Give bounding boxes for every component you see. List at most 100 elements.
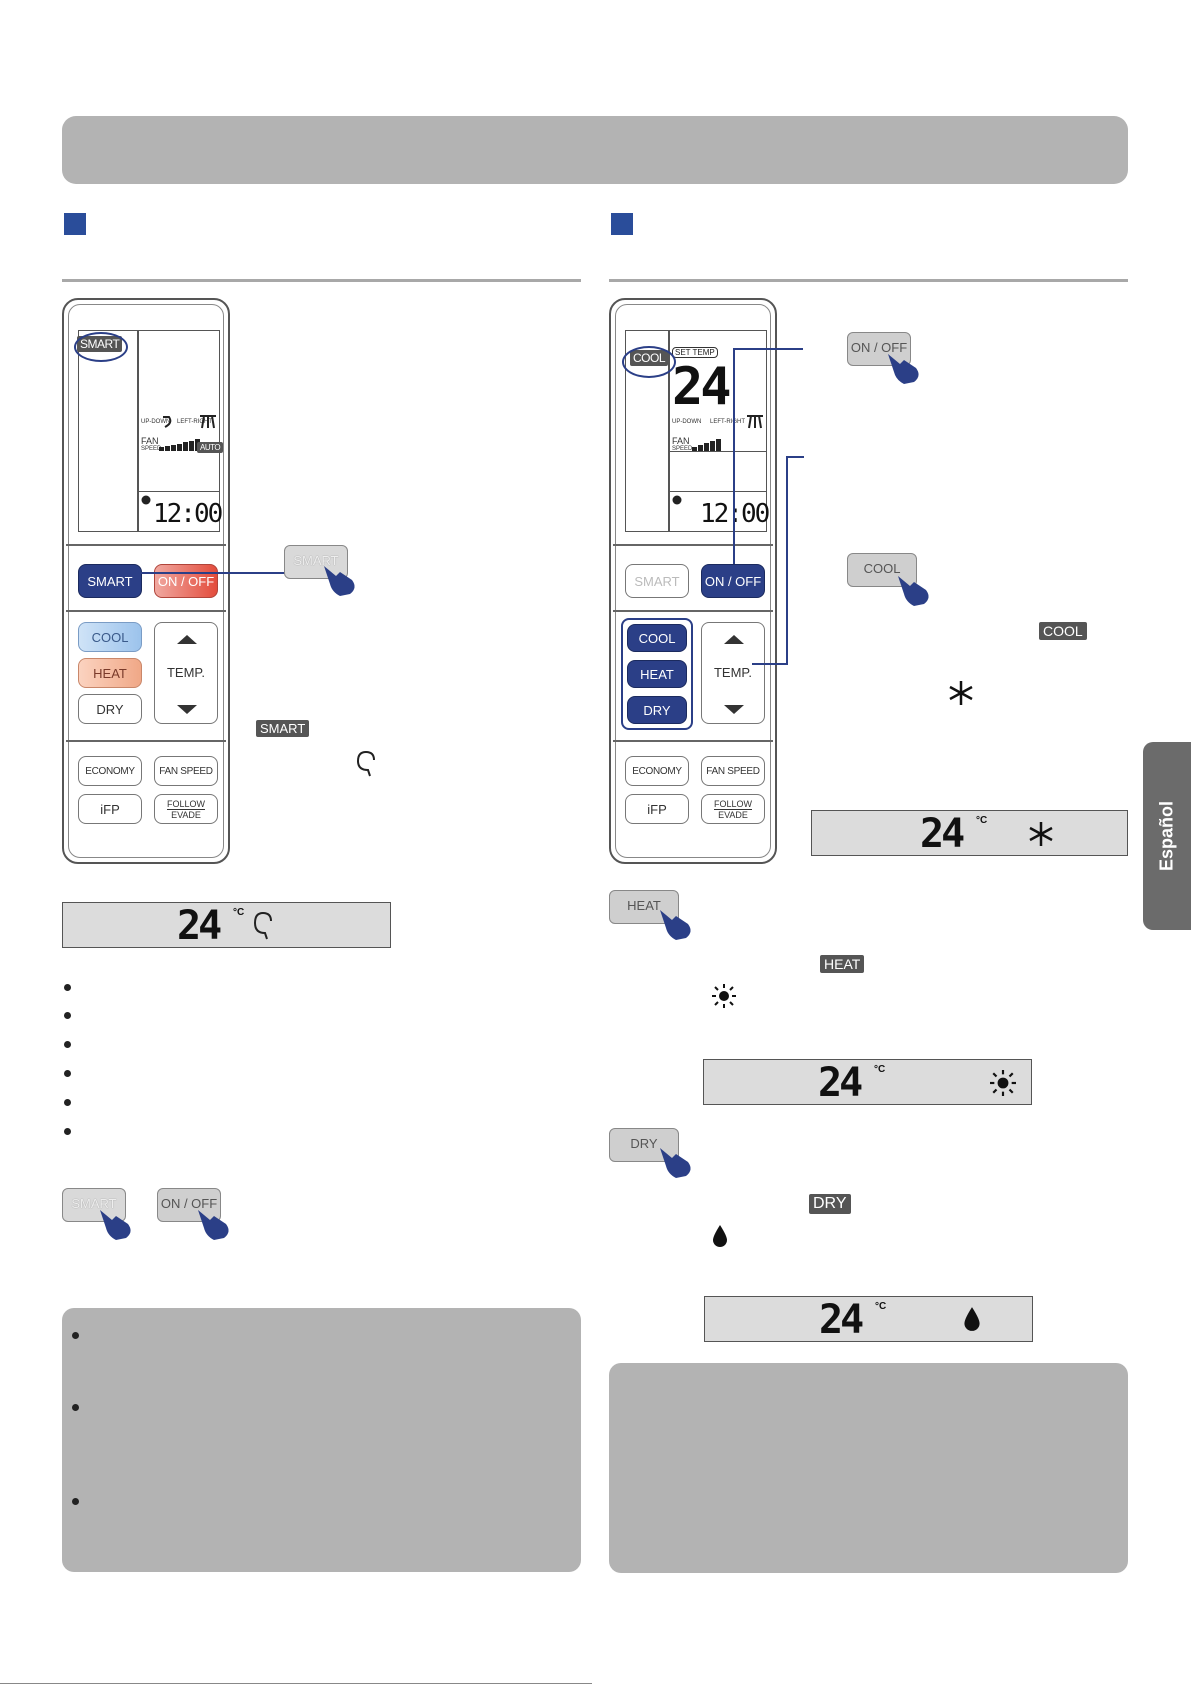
remote-control-right: COOL SET TEMP 24 UP-DOWN LEFT-RIGHT FAN …	[609, 298, 777, 864]
display-temperature: 24	[920, 811, 965, 857]
lcd-clock: 12:00	[700, 499, 770, 529]
bullet	[64, 1070, 71, 1077]
hand-pointer-icon	[324, 566, 355, 596]
connector-line	[140, 572, 288, 574]
dry-button[interactable]: DRY	[78, 694, 142, 724]
display-strip-heat: 24 °C	[703, 1059, 1032, 1105]
notes-box-right	[609, 1363, 1128, 1573]
press-smart-button[interactable]: SMART	[284, 545, 348, 579]
callout-dry: DRY	[809, 1194, 851, 1214]
clock-icon	[672, 495, 682, 505]
display-strip-dry: 24 °C	[704, 1296, 1033, 1342]
drop-icon	[964, 1307, 980, 1331]
evade-label: EVADE	[171, 809, 201, 820]
highlight-ring	[622, 346, 676, 378]
lcd-clock: 12:00	[153, 499, 223, 529]
header-band	[62, 116, 1128, 184]
temp-rocker[interactable]: TEMP.	[154, 622, 218, 724]
callout-smart: SMART	[256, 720, 310, 737]
temp-down-icon[interactable]	[177, 705, 197, 714]
section-divider-left	[62, 279, 581, 282]
press-onoff-button[interactable]: ON / OFF	[157, 1188, 221, 1222]
clock-icon	[141, 495, 151, 505]
connector-line	[786, 456, 804, 458]
lcd-fan-label: FAN	[141, 436, 159, 446]
heat-button[interactable]: HEAT	[78, 658, 142, 688]
fan-speed-button[interactable]: FAN SPEED	[154, 756, 218, 786]
heat-button[interactable]: HEAT	[627, 660, 687, 688]
bullet	[72, 1404, 79, 1411]
fan-speed-bars	[692, 439, 721, 451]
snowflake-icon	[1029, 822, 1053, 846]
temp-up-icon[interactable]	[177, 635, 197, 644]
bullet	[64, 984, 71, 991]
smart-button[interactable]: SMART	[625, 564, 689, 598]
temp-down-icon[interactable]	[724, 705, 744, 714]
lcd-fan-label: FAN	[672, 436, 690, 446]
bullet	[72, 1332, 79, 1339]
hand-pointer-icon	[660, 1148, 691, 1178]
bullet	[72, 1498, 79, 1505]
follow-label: FOLLOW	[713, 798, 752, 810]
connector-line	[752, 663, 788, 665]
display-strip-smart: 24 °C	[62, 902, 391, 948]
economy-button[interactable]: ECONOMY	[625, 756, 689, 786]
hand-pointer-icon	[660, 910, 691, 940]
press-smart-button[interactable]: SMART	[62, 1188, 126, 1222]
lcd-set-temp-label: SET TEMP	[672, 347, 718, 358]
hand-pointer-icon	[898, 576, 929, 606]
callout-heat: HEAT	[820, 955, 865, 973]
press-cool-button[interactable]: COOL	[847, 553, 917, 587]
temp-label: TEMP.	[166, 665, 206, 680]
display-temperature: 24	[818, 1060, 863, 1106]
remote-control-left: SMART UP-DOWN LEFT-RIGHT FAN SPEED AUTO …	[62, 298, 230, 864]
display-strip-cool: 24 °C	[811, 810, 1128, 856]
press-onoff-button[interactable]: ON / OFF	[847, 332, 911, 366]
ifp-button[interactable]: iFP	[78, 794, 142, 824]
language-tab: Español	[1143, 742, 1191, 930]
ifp-button[interactable]: iFP	[625, 794, 689, 824]
display-unit: °C	[976, 815, 988, 826]
sun-icon	[990, 1070, 1016, 1096]
lcd-updown-label: UP-DOWN	[141, 419, 171, 425]
language-tab-label: Español	[1156, 800, 1177, 872]
sun-icon	[712, 984, 736, 1008]
temp-up-icon[interactable]	[724, 635, 744, 644]
display-unit: °C	[875, 1301, 887, 1312]
smart-button[interactable]: SMART	[78, 564, 142, 598]
follow-evade-button[interactable]: FOLLOW EVADE	[154, 794, 218, 824]
smart-head-icon	[253, 911, 272, 940]
dry-button[interactable]: DRY	[627, 696, 687, 724]
economy-button[interactable]: ECONOMY	[78, 756, 142, 786]
swing-leftright-icon	[747, 415, 763, 429]
onoff-button[interactable]: ON / OFF	[701, 564, 765, 598]
connector-line	[733, 348, 735, 564]
lcd-temperature: 24	[672, 357, 732, 417]
display-unit: °C	[874, 1064, 886, 1075]
display-temperature: 24	[819, 1297, 864, 1343]
follow-evade-button[interactable]: FOLLOW EVADE	[701, 794, 765, 824]
temp-rocker[interactable]: TEMP.	[701, 622, 765, 724]
fan-speed-button[interactable]: FAN SPEED	[701, 756, 765, 786]
bullet	[64, 1128, 71, 1135]
follow-label: FOLLOW	[166, 798, 205, 810]
evade-label: EVADE	[718, 809, 748, 820]
bullet	[64, 1099, 71, 1106]
smart-head-icon	[356, 750, 375, 777]
connector-line	[733, 348, 803, 350]
onoff-button[interactable]: ON / OFF	[154, 564, 218, 598]
notes-box-left	[62, 1308, 581, 1572]
lcd-leftright-label: LEFT-RIGHT	[710, 419, 746, 425]
snowflake-icon	[949, 681, 973, 705]
section-divider-right	[609, 279, 1128, 282]
display-unit: °C	[233, 907, 245, 918]
hand-pointer-icon	[198, 1210, 229, 1240]
mode-group-highlight	[621, 618, 693, 730]
cool-button[interactable]: COOL	[78, 622, 142, 652]
cool-button[interactable]: COOL	[627, 624, 687, 652]
footer-rule	[0, 1683, 592, 1684]
lcd-updown-label: UP-DOWN	[672, 419, 702, 425]
hand-pointer-icon	[888, 354, 919, 384]
drop-icon	[713, 1225, 727, 1247]
lcd-auto-label: AUTO	[197, 442, 224, 453]
